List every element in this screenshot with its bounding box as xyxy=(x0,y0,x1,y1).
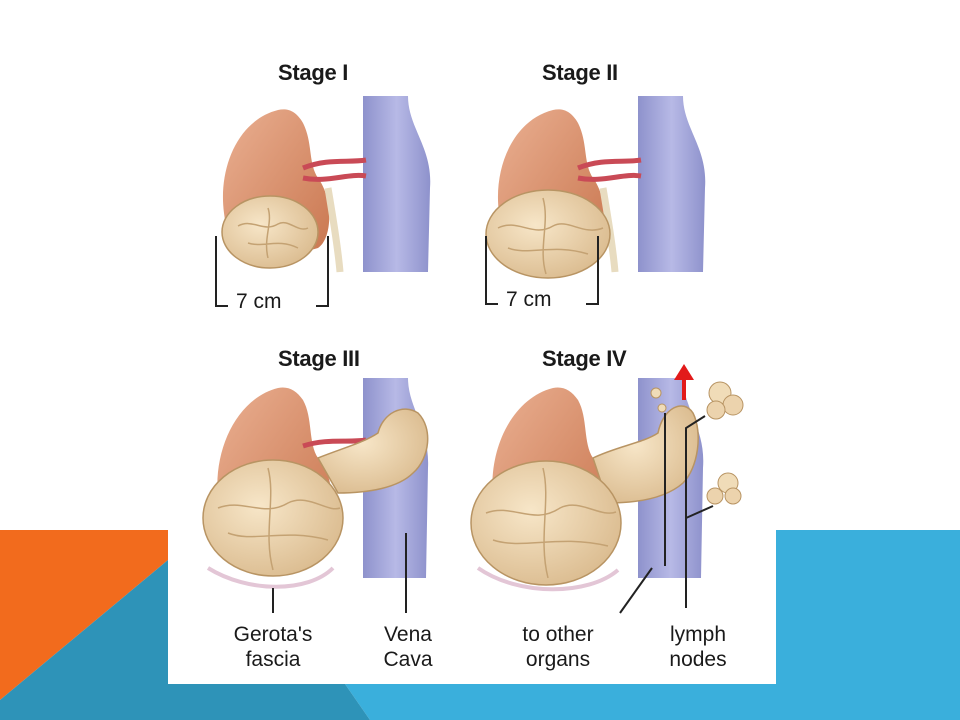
gerotas-fascia-4 xyxy=(476,566,620,592)
tumor-3-texture xyxy=(217,467,341,571)
kidney-cancer-stages-figure: Stage I Stage II Stage III Stage IV 7 cm… xyxy=(168,48,776,684)
stage-2-illustration xyxy=(485,96,706,305)
caption-gerotas-fascia: Gerota's fascia xyxy=(233,623,313,671)
vena-cava-1 xyxy=(363,96,431,272)
tumor-2-texture xyxy=(497,197,604,275)
pointer-organs-diagonal xyxy=(619,567,653,614)
blue-accent-bottom xyxy=(168,684,370,720)
caption-vena-cava: Vena Cava xyxy=(383,623,433,671)
metastasis-dot-1 xyxy=(650,387,662,399)
stage-1-size-label: 7 cm xyxy=(236,290,282,313)
lymph-node-1 xyxy=(706,381,744,420)
vena-cava-2 xyxy=(638,96,706,272)
metastasis-arrow-icon xyxy=(674,364,694,400)
renal-vessels-2 xyxy=(577,157,642,182)
tumor-1-texture xyxy=(237,207,309,259)
stage-4-title: Stage IV xyxy=(542,346,627,371)
stages-illustration xyxy=(202,96,744,614)
tumor-3 xyxy=(202,459,344,577)
tumor-2 xyxy=(485,189,611,279)
gerotas-fascia-3 xyxy=(206,566,335,589)
stage-2-size-label: 7 cm xyxy=(506,288,552,311)
ureter-1 xyxy=(324,187,344,273)
metastasis-dot-2 xyxy=(657,403,667,413)
stage-3-illustration xyxy=(202,378,429,613)
tumor-4 xyxy=(470,460,622,586)
stage-4-illustration xyxy=(470,364,744,614)
measure-bracket-1 xyxy=(215,236,329,307)
orange-accent-shape xyxy=(0,530,168,700)
tumor-4-texture xyxy=(485,467,617,579)
lymph-node-2 xyxy=(706,472,742,505)
stage-3-title: Stage III xyxy=(278,346,360,371)
stage-1-title: Stage I xyxy=(278,60,349,85)
renal-vessels-3 xyxy=(302,437,367,449)
caption-to-other-organs: to other organs xyxy=(522,623,594,671)
tumor-1 xyxy=(221,195,319,269)
blue-accent-shape xyxy=(345,530,960,720)
teal-accent-shape xyxy=(0,560,168,720)
stage-2-title: Stage II xyxy=(542,60,618,85)
tumor-3-extension xyxy=(316,408,429,494)
pointer-lymph xyxy=(685,415,714,608)
caption-lymph-nodes: lymph nodes xyxy=(669,623,727,671)
measure-bracket-2 xyxy=(485,236,599,305)
stage-1-illustration xyxy=(215,96,431,307)
renal-vessels-1 xyxy=(302,157,367,182)
tumor-4-extension xyxy=(592,405,699,504)
